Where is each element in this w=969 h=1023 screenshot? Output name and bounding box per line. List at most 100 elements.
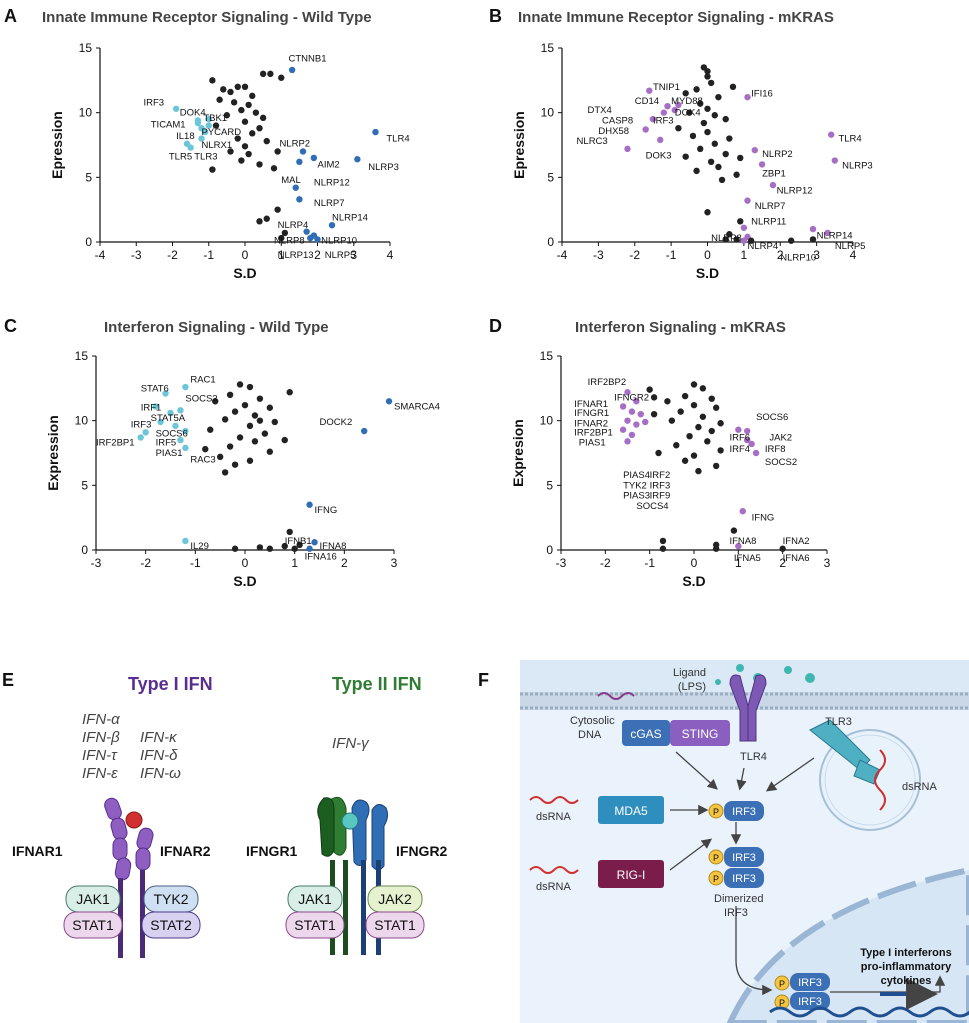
data-point-black — [682, 153, 689, 160]
data-point-black — [278, 234, 285, 242]
data-point-purple — [735, 426, 742, 433]
data-point-black — [286, 528, 293, 536]
data-point-black — [686, 432, 693, 440]
y-tick-label: 5 — [85, 170, 92, 184]
x-tick-label: -2 — [629, 248, 640, 262]
point-label: IRF1 — [141, 403, 162, 414]
irf3-dimer-b-label: IRF3 — [732, 873, 756, 885]
data-point-black — [787, 237, 795, 244]
panel-letter-A: A — [4, 6, 17, 26]
data-point-black — [259, 114, 267, 122]
type2-title: Type II IFN — [332, 674, 422, 694]
data-point-black — [704, 105, 711, 112]
data-point-cyan — [177, 436, 184, 444]
point-label: STAT5A — [151, 413, 186, 424]
y-axis-label-B: Epression — [511, 111, 527, 179]
x-tick-label: -2 — [140, 556, 151, 570]
data-point-purple — [827, 131, 835, 138]
point-label: NLRP3 — [842, 161, 873, 172]
data-point-blue — [288, 66, 296, 74]
x-tick-label: -2 — [600, 556, 611, 570]
ligand-ifn-beta: IFN-β — [82, 729, 120, 746]
data-point-black — [251, 438, 259, 445]
data-point-black — [650, 394, 658, 401]
chart-title-D: Interferon Signaling - mKRAS — [575, 319, 786, 336]
dsrna-mda5-label: dsRNA — [536, 811, 572, 823]
point-label: IFNGR1 — [574, 408, 609, 419]
x-tick-label: 0 — [242, 556, 249, 570]
data-point-black — [223, 112, 231, 119]
point-label: IFNG — [752, 513, 775, 524]
data-point-blue — [292, 184, 299, 191]
point-label: NLRP5 — [835, 241, 866, 252]
point-label: NLRC3 — [577, 136, 608, 147]
data-point-black — [231, 545, 239, 552]
tlr3-label: TLR3 — [825, 716, 852, 728]
point-label: NLRP5 — [325, 250, 356, 261]
point-label: IFNA16 — [305, 551, 337, 562]
point-label: ZBP1 — [762, 168, 786, 179]
data-point-cyan — [177, 407, 184, 414]
data-point-purple — [624, 145, 631, 153]
x-axis-label-D: S.D — [682, 573, 705, 589]
x-tick-label: -1 — [644, 556, 655, 570]
x-tick-label: 0 — [704, 248, 711, 262]
data-point-black — [715, 163, 722, 171]
stat1-label-type2b: STAT1 — [374, 917, 416, 933]
point-label: NLRP10 — [780, 253, 816, 264]
mda5-label: MDA5 — [614, 804, 648, 818]
point-label: IRF2BP1 — [96, 438, 135, 449]
point-label: NLRP2 — [279, 139, 310, 150]
data-point-purple — [646, 87, 653, 94]
point-label: CD14 — [635, 96, 659, 107]
y-axis-label-D: Expresion — [510, 419, 526, 487]
data-point-black — [697, 100, 704, 107]
stat1-box-type2b — [365, 911, 425, 939]
point-label: IRF6 — [729, 432, 750, 443]
phospho-label-irf3: P — [713, 807, 719, 817]
data-point-purple — [740, 224, 748, 231]
point-label: TLR5 — [169, 152, 192, 163]
data-point-purple — [624, 417, 631, 424]
point-label: NLRP2 — [762, 149, 793, 160]
point-label: IFNAR2 — [574, 418, 608, 429]
ligand-ifn-omega: IFN-ω — [140, 765, 181, 782]
point-label: NLRP7 — [314, 198, 345, 209]
point-label: IFNA8 — [320, 541, 347, 552]
point-label: NLRP7 — [755, 201, 786, 212]
point-label: IRF3 — [650, 480, 671, 491]
irf3-box — [724, 801, 764, 821]
data-point-purple — [649, 115, 657, 123]
cgas-label: cGAS — [630, 727, 661, 741]
dna-label: DNA — [578, 729, 602, 741]
data-point-purple — [744, 93, 751, 101]
data-point-black — [236, 381, 244, 388]
point-label: SOCS2 — [765, 457, 797, 468]
dimerized-irf3-label: IRF3 — [724, 907, 748, 919]
chart-title-B: Innate Immune Receptor Signaling - mKRAS — [518, 9, 834, 26]
data-point-black — [226, 443, 234, 450]
data-point-black — [700, 119, 708, 127]
point-label: PIAS4 — [623, 470, 650, 481]
point-label: NLRP13 — [278, 250, 314, 261]
irf3-dimer-a — [724, 847, 764, 867]
panel-letter-E: E — [2, 670, 14, 690]
irf3-label: IRF3 — [732, 806, 756, 818]
panel-letter-C: C — [4, 316, 17, 336]
data-point-black — [274, 206, 281, 213]
data-point-black — [681, 457, 689, 464]
point-label: IFNA2 — [783, 536, 810, 547]
point-label: DTX4 — [587, 105, 611, 116]
x-tick-label: 4 — [850, 248, 857, 262]
x-tick-label: -3 — [131, 248, 142, 262]
point-label: AIM2 — [318, 159, 340, 170]
data-point-black — [677, 408, 684, 415]
tlr4-label: TLR4 — [740, 751, 767, 763]
data-point-black — [261, 430, 269, 437]
data-point-black — [646, 386, 653, 393]
data-point-black — [695, 423, 702, 431]
ligand-ifn-delta: IFN-δ — [140, 747, 178, 764]
data-point-black — [664, 398, 671, 405]
ligand-ifn-tau: IFN-τ — [82, 747, 118, 764]
